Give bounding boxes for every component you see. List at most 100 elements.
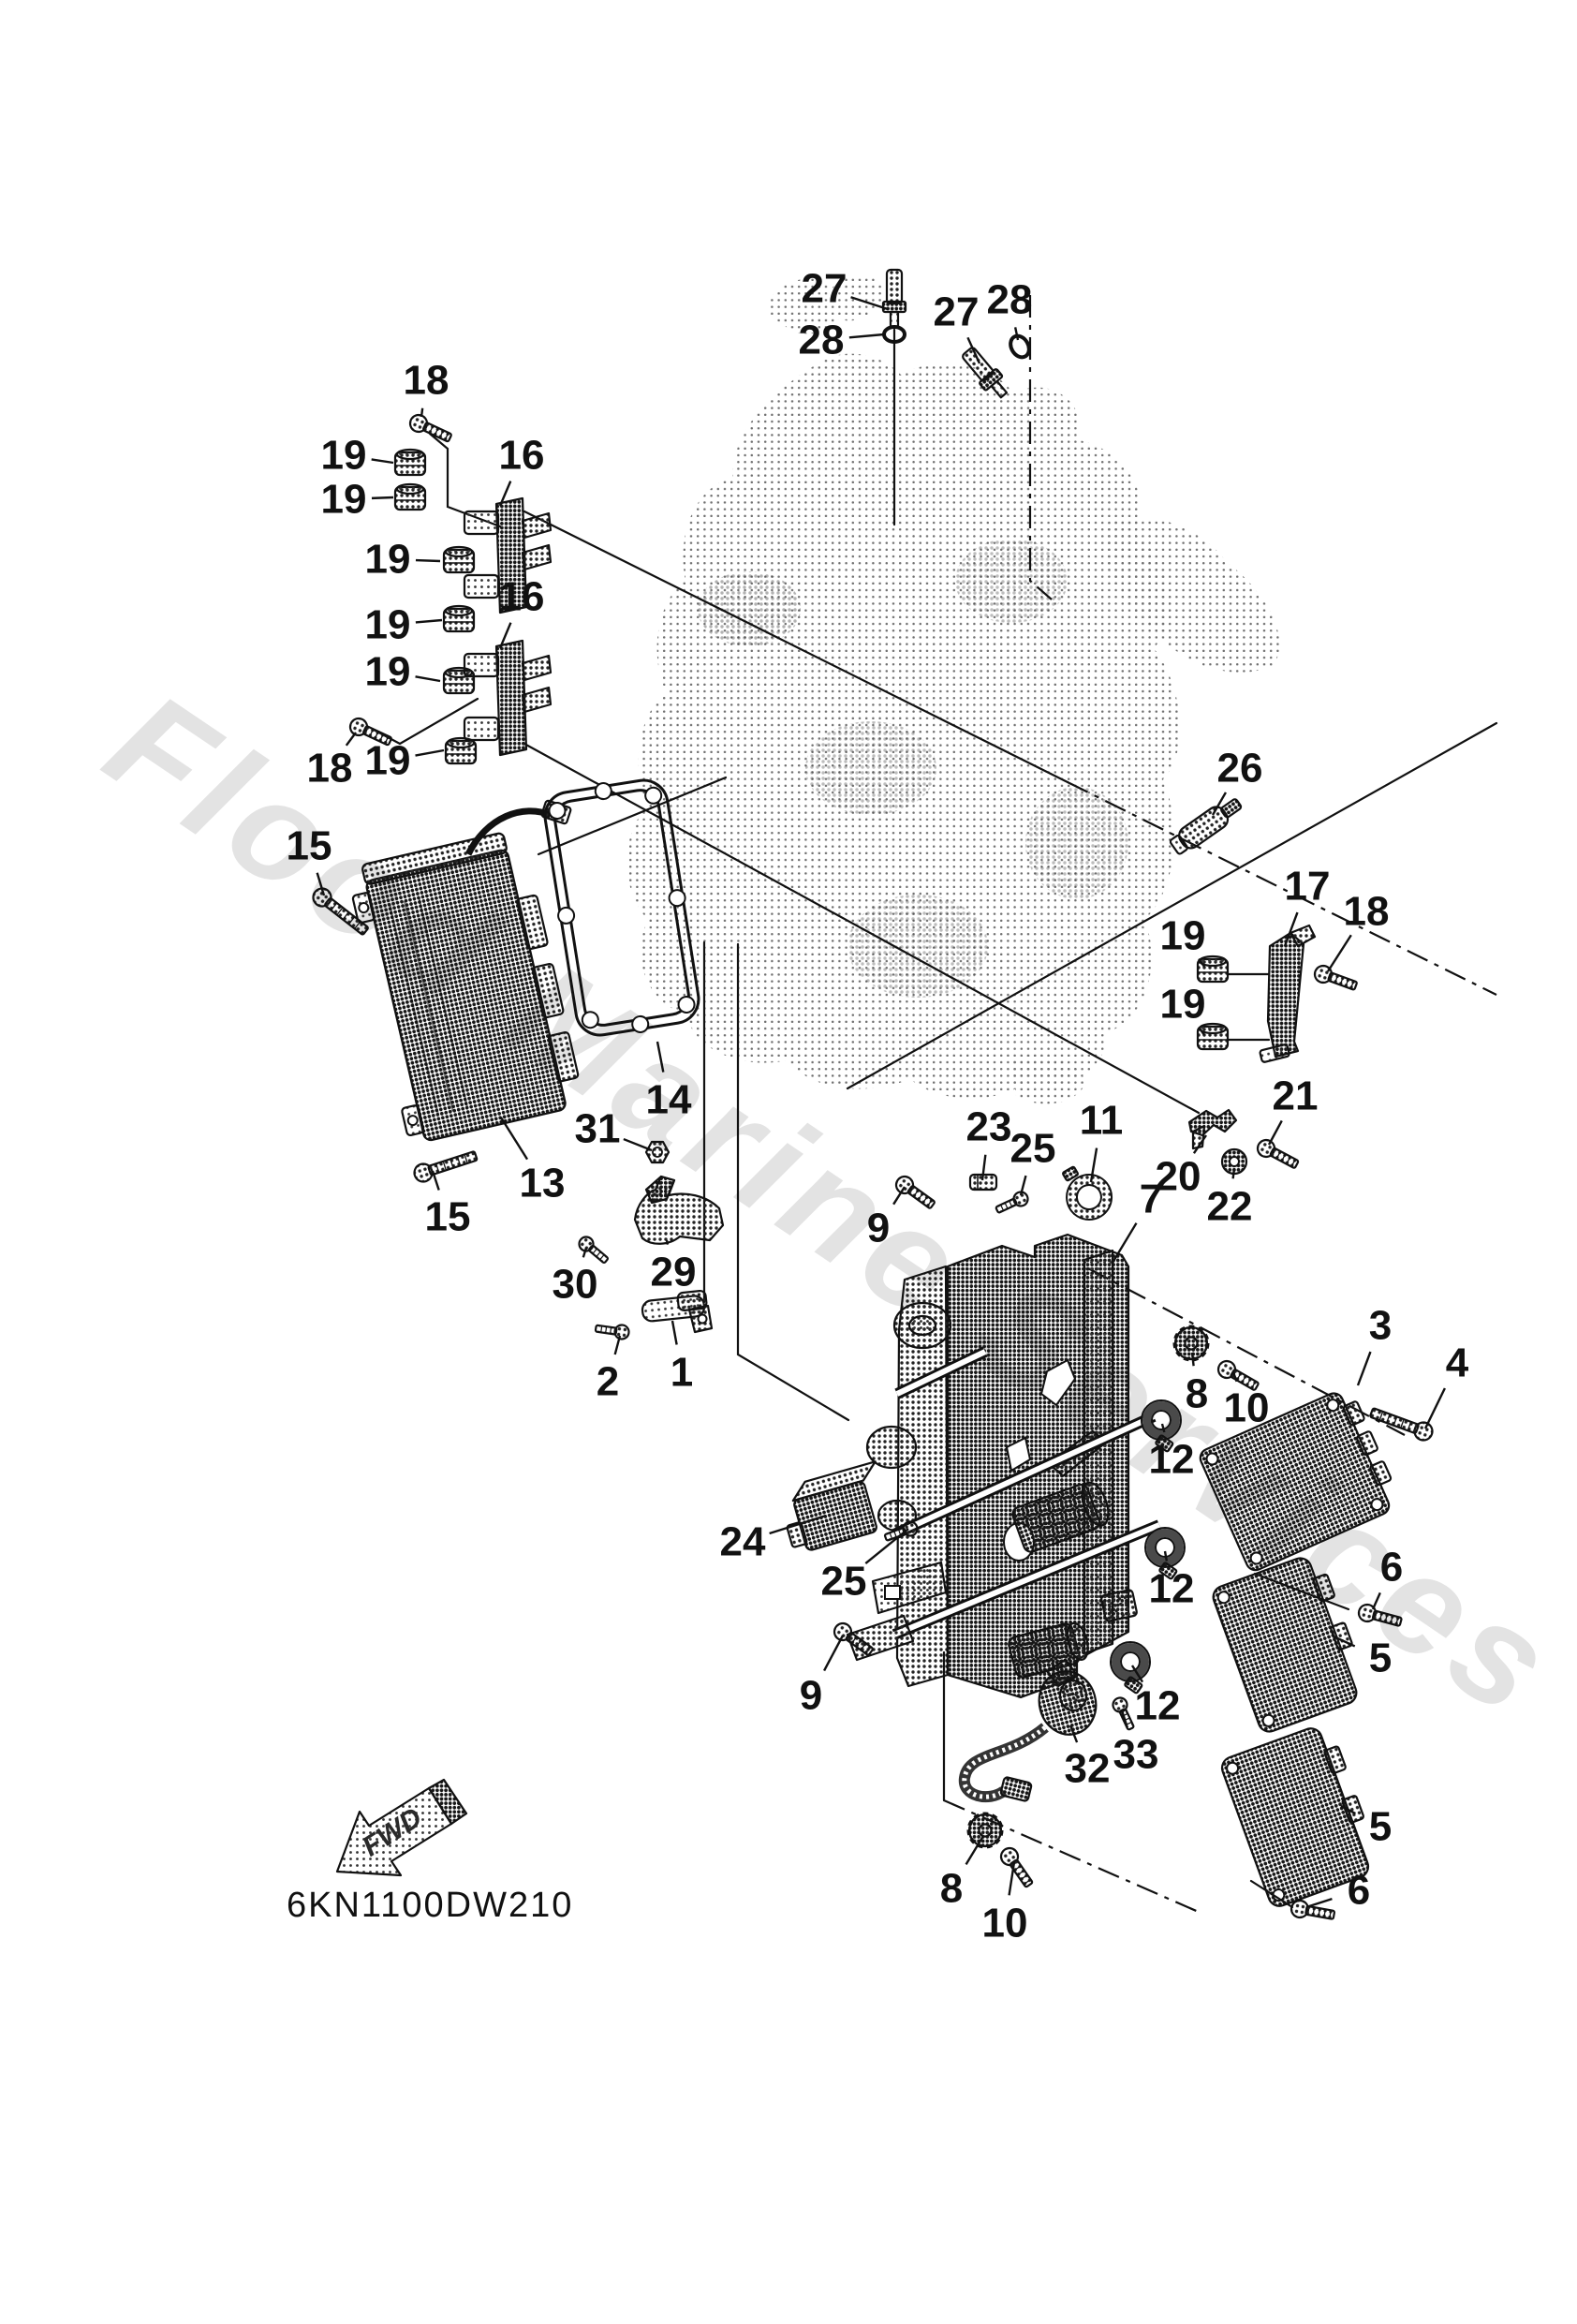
- callout-leader: [415, 675, 441, 683]
- callout-leader: [671, 1320, 678, 1345]
- callout-label: 24: [720, 1519, 766, 1565]
- callout-label: 8: [940, 1866, 963, 1912]
- callout-leader: [1333, 1635, 1356, 1648]
- wire-grommet: [442, 545, 476, 574]
- callout-leader: [1267, 1119, 1283, 1146]
- callout-label: 16: [499, 574, 545, 620]
- callout-leader: [1231, 1167, 1236, 1179]
- clamp-bracket-lower: [463, 639, 553, 757]
- wire-grommet: [442, 604, 476, 633]
- damper-grommet: [1172, 1325, 1210, 1362]
- callout-leader: [1013, 327, 1020, 341]
- clamp-bracket-upper: [463, 496, 553, 614]
- tapping-screw: [993, 1188, 1032, 1218]
- callout-leader: [1160, 1423, 1166, 1433]
- hanger-bolt: [1253, 1135, 1302, 1174]
- cdi-unit-upper: [1212, 1557, 1358, 1733]
- callout-leader: [1089, 1147, 1098, 1183]
- oil-pressure-sensor: [1169, 798, 1243, 855]
- sensor-screw: [594, 1320, 631, 1341]
- callout-label: 19: [321, 477, 367, 523]
- callout-leader: [1308, 1898, 1333, 1908]
- callout-label: 3: [1369, 1303, 1392, 1349]
- callout-label: 21: [1273, 1073, 1319, 1119]
- side-bracket: [1259, 924, 1317, 1063]
- callout-label: 23: [966, 1104, 1012, 1150]
- callout-label: 2: [597, 1359, 619, 1405]
- callout-label: 4: [1446, 1340, 1469, 1386]
- wire-grommet: [444, 736, 478, 765]
- callout-leader: [415, 558, 441, 563]
- thermo-sensor: [881, 268, 907, 329]
- callout-label: 6: [1380, 1545, 1403, 1591]
- callout-leader: [1231, 1371, 1238, 1383]
- callout-leader: [431, 1170, 440, 1191]
- callout-leader: [1283, 911, 1299, 947]
- callout-leader: [415, 748, 445, 757]
- callout-leader: [848, 333, 885, 339]
- callout-label: 33: [1113, 1732, 1159, 1778]
- callout-label: 22: [1207, 1184, 1253, 1230]
- callout-leader: [850, 296, 889, 311]
- wire-grommet: [393, 482, 427, 511]
- callout-label: 5: [1369, 1804, 1392, 1850]
- callout-label: 28: [799, 318, 845, 363]
- callout-leader: [864, 1528, 909, 1565]
- callout-label: 26: [1217, 746, 1263, 792]
- callout-label: 14: [646, 1077, 692, 1123]
- callout-label: 25: [1010, 1126, 1056, 1172]
- callout-label: 27: [934, 289, 980, 335]
- wire-clip: [968, 1173, 998, 1192]
- head-gasket: [543, 778, 700, 1037]
- wire-grommet: [442, 666, 476, 695]
- callout-label: 8: [1186, 1371, 1208, 1417]
- callout-label: 19: [365, 649, 411, 695]
- callout-leader: [415, 618, 443, 624]
- cdi-bolt: [1289, 1898, 1337, 1925]
- callout-label: 29: [651, 1250, 697, 1295]
- flange-bolt: [1311, 962, 1360, 996]
- callout-label: 19: [365, 602, 411, 648]
- callout-leader: [623, 1137, 653, 1152]
- callout-leader: [498, 622, 512, 649]
- callout-leader: [345, 732, 357, 747]
- sensor-screw: [1109, 1694, 1139, 1733]
- callout-leader: [1371, 1591, 1381, 1610]
- ecu-bolt: [410, 1146, 480, 1186]
- callout-leader: [1356, 1351, 1372, 1386]
- callout-label: 30: [553, 1262, 598, 1308]
- callout-label: 31: [575, 1106, 621, 1152]
- cdi-bolt-line: [1249, 1879, 1294, 1909]
- hose-clamp: [1062, 1165, 1113, 1221]
- callout-label: 20: [1156, 1154, 1201, 1200]
- callout-label: 19: [365, 738, 411, 784]
- cdi-unit-lower: [1220, 1727, 1370, 1907]
- rubber-grommet: [1220, 1147, 1248, 1176]
- callout-label: 19: [1160, 913, 1206, 959]
- callout-leader: [980, 1154, 987, 1181]
- callout-label: 15: [425, 1194, 471, 1240]
- callout-label: 19: [321, 433, 367, 479]
- callout-label: 13: [520, 1161, 566, 1206]
- crank-position-sensor: [958, 1658, 1098, 1803]
- relay: [786, 1460, 877, 1551]
- callout-label: 18: [307, 746, 353, 792]
- wire-grommet: [393, 448, 427, 477]
- callout-label: 9: [800, 1673, 822, 1719]
- sensor-bracket: [633, 1175, 725, 1245]
- callout-label: 18: [404, 358, 450, 404]
- o-ring: [1009, 333, 1031, 360]
- thermo-sensor: [962, 347, 1009, 399]
- callout-leader: [371, 496, 394, 500]
- callout-label: 12: [1149, 1437, 1195, 1483]
- callout-label: 9: [867, 1206, 890, 1251]
- callout-leader: [1198, 1026, 1205, 1036]
- wire-grommet: [1196, 955, 1230, 984]
- callout-label: 15: [287, 823, 332, 869]
- callout-label: 7: [1140, 1177, 1162, 1222]
- callout-leader: [1130, 1665, 1144, 1683]
- callout-leader: [892, 1186, 906, 1206]
- callout-leader: [1340, 1804, 1356, 1815]
